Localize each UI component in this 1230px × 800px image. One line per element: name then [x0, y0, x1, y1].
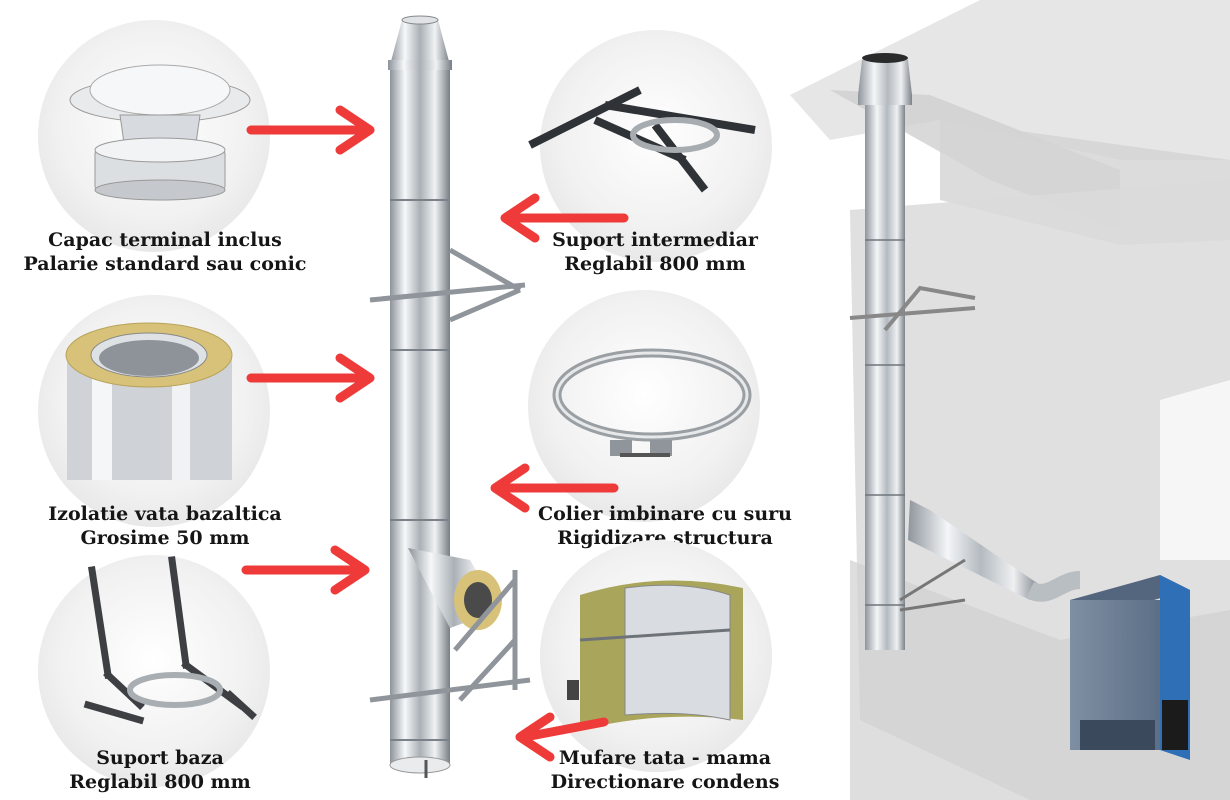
base-support-image [83, 556, 257, 725]
colier-subtitle: Rigidizare structura [557, 527, 773, 549]
izolatie-title: Izolatie vata bazaltica [48, 503, 282, 525]
mufare-subtitle: Directionare condens [550, 771, 780, 793]
chimney-installation-scene [790, 0, 1230, 800]
main-chimney-pipe [369, 15, 531, 778]
suport-baza-title: Suport baza [96, 747, 224, 769]
capac-caption: Capac terminal inclus Palarie standard s… [20, 228, 310, 276]
arrow-right-icon [246, 105, 375, 155]
arrow-left-icon [515, 712, 609, 762]
suport-baza-circle [38, 555, 270, 787]
mufare-title: Mufare tata - mama [558, 747, 772, 769]
arrow-right-icon [241, 545, 370, 595]
colier-caption: Colier imbinare cu suru Rigidizare struc… [530, 502, 800, 550]
arrow-left-icon [490, 463, 619, 513]
male-female-joint-image [567, 580, 743, 730]
joint-clamp-image [552, 348, 752, 457]
arrow-right-icon [246, 353, 375, 403]
suport-intermediar-caption: Suport intermediar Reglabil 800 mm [520, 228, 790, 276]
intermediate-support-image [528, 86, 756, 193]
suport-baza-caption: Suport baza Reglabil 800 mm [20, 746, 300, 794]
mufare-caption: Mufare tata - mama Directionare condens [530, 746, 800, 794]
capac-title: Capac terminal inclus [48, 229, 282, 251]
izolatie-subtitle: Grosime 50 mm [80, 527, 250, 549]
suport-intermediar-subtitle: Reglabil 800 mm [564, 253, 746, 275]
insulation-image [65, 322, 233, 480]
izolatie-caption: Izolatie vata bazaltica Grosime 50 mm [20, 502, 310, 550]
arrow-left-icon [500, 193, 629, 243]
colier-title: Colier imbinare cu suru [538, 503, 792, 525]
terminal-cap-image [69, 64, 251, 201]
colier-circle [528, 290, 760, 522]
capac-subtitle: Palarie standard sau conic [23, 253, 307, 275]
suport-baza-subtitle: Reglabil 800 mm [69, 771, 251, 793]
suport-intermediar-title: Suport intermediar [552, 229, 758, 251]
